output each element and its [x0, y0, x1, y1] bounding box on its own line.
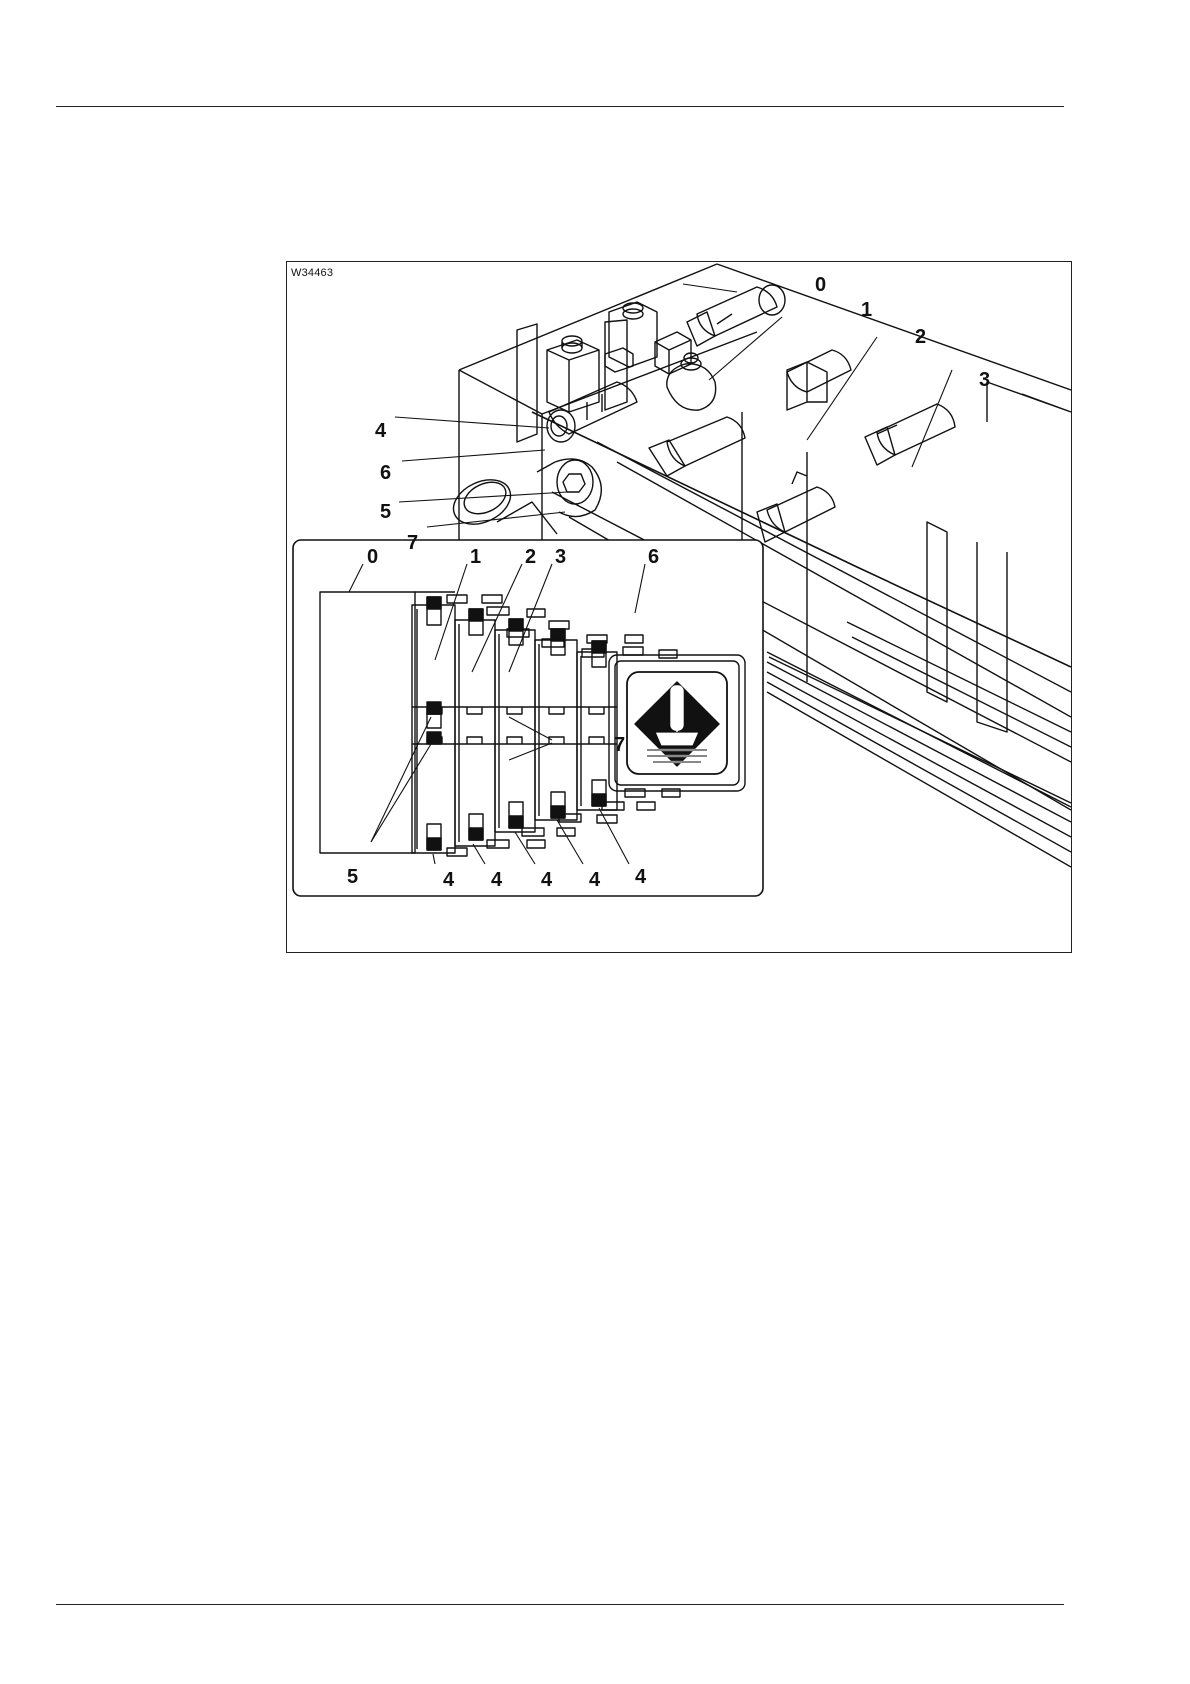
inset-callout-0: 0 [367, 546, 378, 568]
callout-6: 6 [380, 462, 391, 484]
technical-figure: W34463 [286, 261, 1072, 953]
solenoid-valves [547, 285, 955, 542]
callout-2: 2 [915, 326, 926, 348]
inset-callout-3: 3 [555, 546, 566, 568]
inset-callout-4b: 4 [491, 869, 503, 891]
inset-callout-5: 5 [347, 866, 358, 888]
footer-rule [56, 1604, 1064, 1605]
callout-5: 5 [380, 501, 391, 523]
inset-callout-2: 2 [525, 546, 536, 568]
main-callouts: 0 1 2 3 4 6 5 7 [375, 274, 990, 554]
inset-panel [293, 540, 763, 896]
header-rule [56, 106, 1064, 107]
callout-7: 7 [407, 532, 418, 554]
callout-1: 1 [861, 299, 872, 321]
inset-callout-7: 7 [614, 734, 625, 756]
inset-callout-4d: 4 [589, 869, 601, 891]
terminal-blocks [547, 302, 691, 412]
inset-callout-1: 1 [470, 546, 481, 568]
inset-callout-4a: 4 [443, 869, 455, 891]
inset-callout-6: 6 [648, 546, 659, 568]
inset-callout-4c: 4 [541, 869, 553, 891]
callout-4: 4 [375, 420, 387, 442]
callout-0: 0 [815, 274, 826, 296]
callout-3: 3 [979, 369, 990, 391]
valve-block-illustration: 0 1 2 3 4 6 5 7 0 1 2 3 6 7 5 4 4 4 4 4 [287, 262, 1071, 952]
inset-callout-4e: 4 [635, 866, 647, 888]
